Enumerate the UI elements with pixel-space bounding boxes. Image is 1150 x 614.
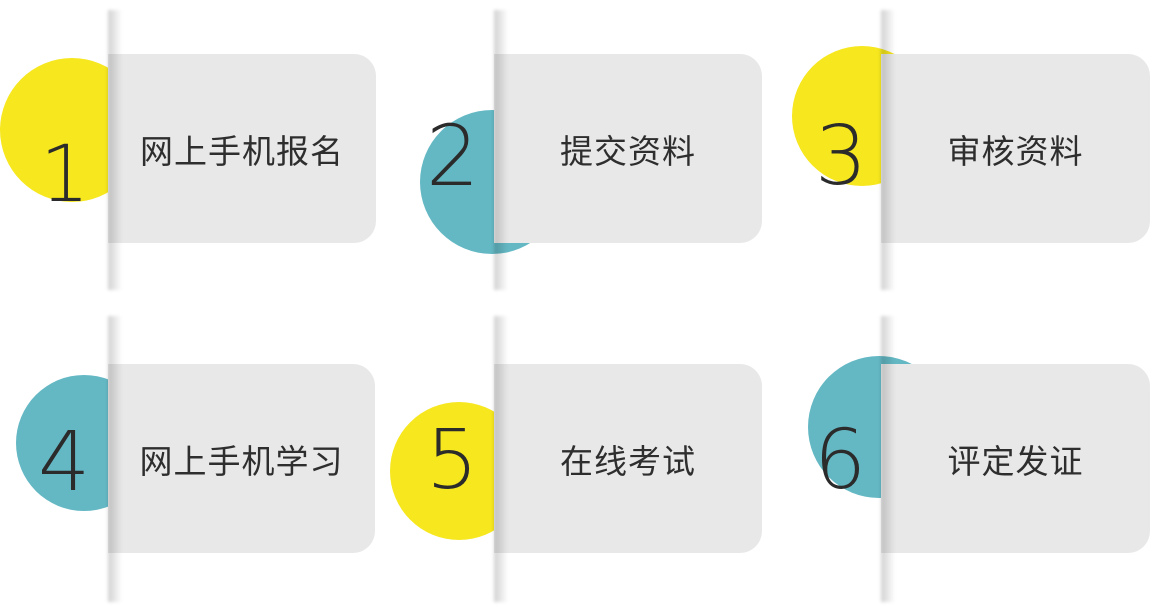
step-1-number: 1: [40, 130, 90, 220]
step-2-card: 提交资料: [494, 54, 762, 243]
step-6-card: 评定发证: [881, 364, 1150, 553]
step-5-number: 5: [426, 413, 479, 508]
step-5-divider-shadow: [494, 316, 508, 602]
step-4-label: 网上手机学习: [139, 441, 344, 481]
step-3-divider-shadow: [881, 10, 895, 290]
step-4-divider-shadow: [108, 316, 122, 602]
step-5-card: 在线考试: [494, 364, 762, 553]
step-6-number: 6: [814, 413, 867, 508]
step-6-label: 评定发证: [947, 441, 1084, 481]
step-3-label: 审核资料: [947, 131, 1084, 171]
step-3-card: 审核资料: [881, 54, 1150, 243]
step-5-label: 在线考试: [560, 441, 696, 481]
step-4-number: 4: [38, 415, 91, 510]
step-6-divider-shadow: [881, 316, 895, 602]
step-1-divider-shadow: [108, 10, 122, 290]
step-2-label: 提交资料: [560, 131, 696, 171]
step-2-divider-shadow: [494, 10, 508, 290]
step-2-number: 2: [426, 107, 480, 205]
step-1-label: 网上手机报名: [140, 131, 344, 171]
step-1-card: 网上手机报名: [108, 54, 376, 243]
step-3-number: 3: [815, 109, 868, 204]
step-4-card: 网上手机学习: [108, 364, 375, 553]
